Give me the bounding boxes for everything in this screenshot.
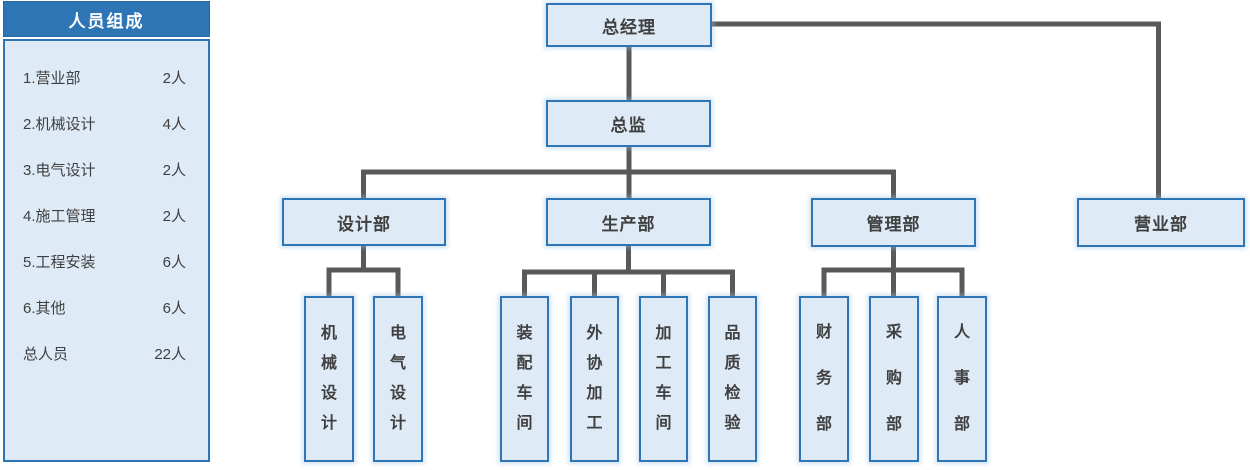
personnel-item-count: 2人 — [162, 69, 186, 87]
org-node-label: 外协加工 — [586, 325, 603, 432]
org-node-label: 电气设计 — [389, 325, 406, 432]
org-node-label: 机械设计 — [320, 325, 337, 432]
personnel-item-count: 2人 — [162, 207, 186, 225]
org-node-label: 装配车间 — [516, 325, 533, 432]
personnel-item: 5.工程安装 6人 — [23, 238, 186, 284]
personnel-item-label: 5.工程安装 — [23, 253, 96, 271]
org-node-outsourced-processing: 外协加工 — [570, 296, 619, 462]
personnel-item-label: 1.营业部 — [23, 69, 81, 87]
personnel-item: 总人员 22人 — [23, 330, 186, 376]
org-node-general-manager: 总经理 — [546, 3, 712, 47]
org-node-hr-dept: 人事部 — [937, 296, 987, 462]
personnel-item-count: 6人 — [162, 299, 186, 317]
org-node-quality-inspection: 品质检验 — [708, 296, 757, 462]
org-node-label: 财务部 — [815, 324, 832, 433]
personnel-item-count: 4人 — [162, 115, 186, 133]
org-node-production-dept: 生产部 — [546, 198, 711, 246]
personnel-panel-title: 人员组成 — [3, 1, 210, 37]
personnel-item-label: 2.机械设计 — [23, 115, 96, 133]
org-node-label: 品质检验 — [724, 325, 741, 432]
personnel-item-label: 3.电气设计 — [23, 161, 96, 179]
org-node-label: 采购部 — [885, 324, 902, 433]
org-node-management-dept: 管理部 — [811, 198, 976, 247]
personnel-item-count: 22人 — [154, 345, 186, 363]
personnel-item-count: 2人 — [162, 161, 186, 179]
org-node-label: 加工车间 — [655, 325, 672, 432]
personnel-item: 1.营业部 2人 — [23, 54, 186, 100]
org-node-assembly-workshop: 装配车间 — [500, 296, 549, 462]
personnel-item: 3.电气设计 2人 — [23, 146, 186, 192]
personnel-item-label: 6.其他 — [23, 299, 66, 317]
org-node-label: 人事部 — [953, 324, 970, 433]
personnel-item: 2.机械设计 4人 — [23, 100, 186, 146]
personnel-item-count: 6人 — [162, 253, 186, 271]
org-node-electrical-design: 电气设计 — [373, 296, 423, 462]
org-node-purchasing-dept: 采购部 — [869, 296, 919, 462]
org-node-mechanical-design: 机械设计 — [304, 296, 354, 462]
personnel-item: 4.施工管理 2人 — [23, 192, 186, 238]
org-node-finance-dept: 财务部 — [799, 296, 849, 462]
org-node-machining-workshop: 加工车间 — [639, 296, 688, 462]
org-node-sales-dept: 营业部 — [1077, 198, 1245, 247]
personnel-item-label: 4.施工管理 — [23, 207, 96, 225]
org-node-design-dept: 设计部 — [282, 198, 446, 246]
org-node-director: 总监 — [546, 100, 711, 147]
personnel-item-label: 总人员 — [23, 345, 69, 363]
personnel-panel: 1.营业部 2人 2.机械设计 4人 3.电气设计 2人 4.施工管理 2人 5… — [3, 39, 210, 462]
personnel-item: 6.其他 6人 — [23, 284, 186, 330]
